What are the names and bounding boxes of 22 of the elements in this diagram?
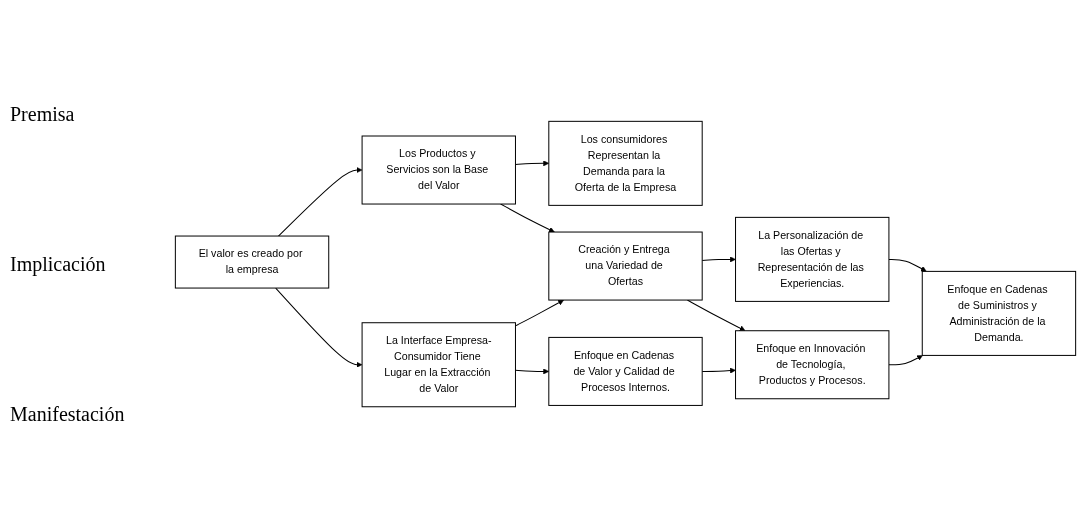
arrow bbox=[277, 167, 363, 237]
node-box: El valor es creado por la empresa bbox=[174, 236, 330, 289]
node-box: Creación y Entrega una Variedad de Ofertas bbox=[548, 232, 703, 301]
arrow bbox=[701, 256, 736, 263]
arrow bbox=[514, 300, 564, 327]
arrow bbox=[888, 355, 923, 366]
node-box: La Interface Empresa-Consumidor Tiene Lugar en la Extracción de Valor bbox=[361, 322, 516, 408]
node-box: Enfoque en Innovación de Tecnología, Productos y Procesos. bbox=[735, 330, 890, 400]
node-box: Los Productos y Servicios son la Base del Valor bbox=[361, 135, 516, 205]
node-box: La Personalización de las Ofertas y Representación de las Experiencias. bbox=[735, 217, 890, 303]
row-label: Manifestación bbox=[10, 402, 126, 426]
arrow bbox=[514, 368, 550, 375]
row-label: Premisa bbox=[10, 103, 76, 127]
arrow bbox=[514, 160, 550, 167]
arrow bbox=[275, 288, 363, 369]
node-box: Enfoque en Cadenas de Valor y Calidad de Procesos Internos. bbox=[548, 337, 703, 407]
node-box: Los consumidores Representan la Demanda para la Oferta de la Empresa bbox=[548, 121, 703, 207]
arrow bbox=[701, 368, 736, 374]
arrow bbox=[888, 259, 927, 273]
arrow bbox=[500, 204, 555, 233]
row-label: Implicación bbox=[10, 253, 107, 276]
node-box: Enfoque en Cadenas de Suministros y Administración de la Demanda. bbox=[921, 271, 1077, 357]
